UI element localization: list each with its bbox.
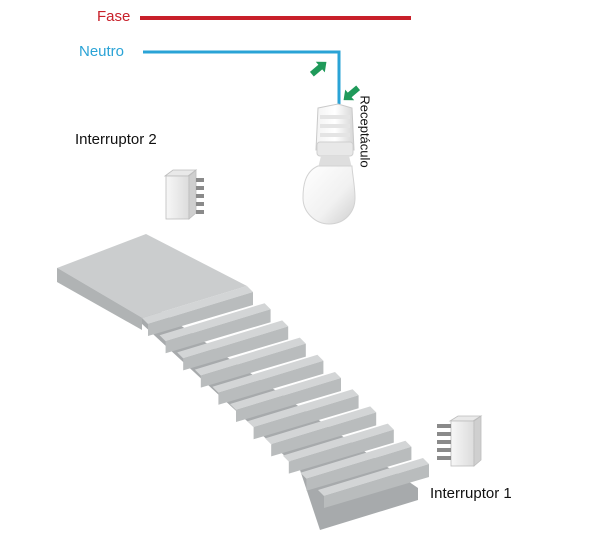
switch-icon: [163, 169, 204, 220]
neutro-label: Neutro: [79, 43, 125, 60]
stair-riser: [288, 429, 394, 474]
fase-label: Fase: [97, 8, 131, 25]
stair-tread: [318, 458, 429, 496]
arrow-icon: [343, 85, 361, 101]
switch-icon: [437, 415, 483, 467]
light-bulb-icon: [302, 103, 356, 225]
stair-tread: [142, 286, 253, 324]
stair-tread: [300, 440, 412, 479]
stair-riser: [271, 412, 377, 457]
stair-riser: [253, 395, 359, 440]
interruptor-2-label: Interruptor 2: [75, 131, 157, 148]
stair-riser: [306, 446, 412, 491]
stair-riser: [165, 309, 271, 354]
stair-tread: [177, 320, 289, 359]
stair-riser: [236, 378, 341, 422]
stair-tread: [194, 337, 306, 376]
stair-riser: [183, 326, 289, 371]
stairs-icon: [57, 234, 429, 530]
stair-riser: [218, 360, 324, 405]
stair-tread: [212, 354, 324, 393]
stair-riser: [148, 292, 253, 336]
stair-riser: [324, 464, 429, 508]
stair-riser: [200, 343, 306, 388]
interruptor-1-label: Interruptor 1: [430, 485, 512, 502]
neutro-wire: [143, 50, 341, 104]
stair-tread: [247, 389, 359, 428]
receptaculo-label: Receptáculo: [357, 95, 373, 168]
stair-tread: [265, 406, 377, 445]
arrow-icon: [309, 61, 327, 77]
stair-tread: [159, 303, 271, 342]
stair-tread: [282, 423, 394, 462]
stair-tread: [230, 372, 341, 410]
